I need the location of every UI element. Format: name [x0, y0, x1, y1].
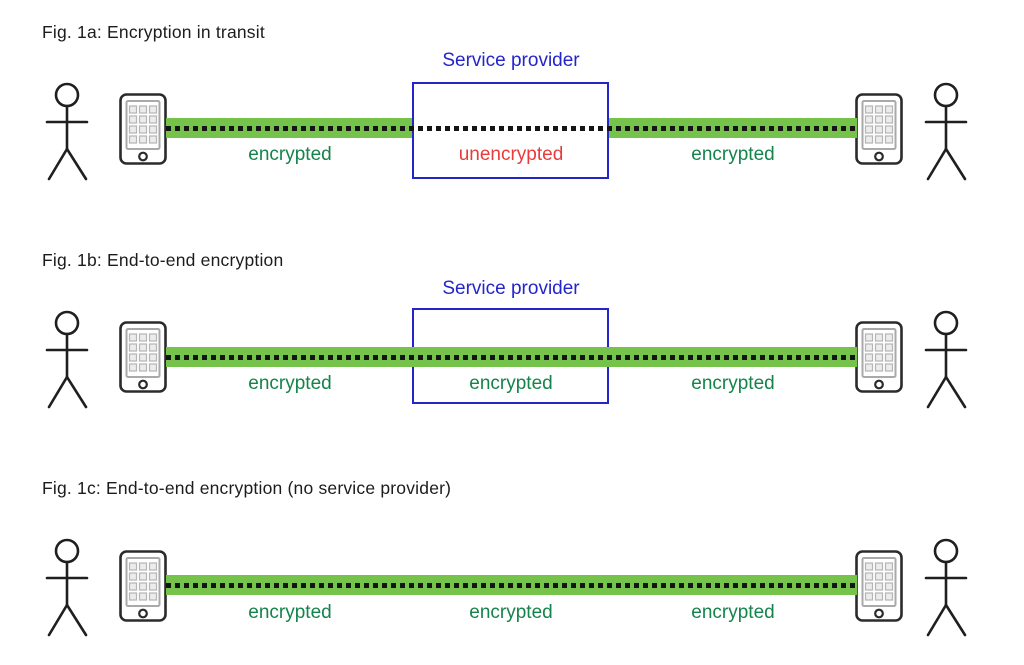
- data-flow-dotted-line: [166, 583, 857, 588]
- encryption-status-label: unencrypted: [458, 144, 564, 165]
- data-flow-dotted-line: [166, 355, 857, 360]
- stick-figure-right-icon: [924, 310, 968, 409]
- stick-figure-left-icon: [45, 310, 89, 409]
- smartphone-right-icon: [855, 93, 903, 165]
- figure-1c: Fig. 1c: End-to-end encryption (no servi…: [0, 456, 1024, 665]
- encryption-status-label: encrypted: [691, 602, 775, 623]
- stick-figure-right-icon: [924, 82, 968, 181]
- stick-figure-left-icon: [45, 538, 89, 637]
- smartphone-right-icon: [855, 321, 903, 393]
- encryption-status-label: encrypted: [691, 373, 775, 394]
- encryption-status-label: encrypted: [248, 144, 332, 165]
- figure-title: Fig. 1b: End-to-end encryption: [42, 250, 284, 270]
- encryption-status-label: encrypted: [469, 602, 553, 623]
- smartphone-left-icon: [119, 550, 167, 622]
- encryption-status-label: encrypted: [691, 144, 775, 165]
- figure-1a: Fig. 1a: Encryption in transit Service p…: [0, 0, 1024, 210]
- smartphone-right-icon: [855, 550, 903, 622]
- smartphone-left-icon: [119, 321, 167, 393]
- figure-title: Fig. 1a: Encryption in transit: [42, 22, 265, 42]
- encryption-status-label: encrypted: [248, 373, 332, 394]
- service-provider-label: Service provider: [442, 50, 580, 71]
- data-flow-dotted-line: [166, 126, 857, 131]
- smartphone-left-icon: [119, 93, 167, 165]
- stick-figure-right-icon: [924, 538, 968, 637]
- stick-figure-left-icon: [45, 82, 89, 181]
- encryption-status-label: encrypted: [469, 373, 553, 394]
- figure-1b: Fig. 1b: End-to-end encryption Service p…: [0, 228, 1024, 438]
- service-provider-label: Service provider: [442, 278, 580, 299]
- figure-title: Fig. 1c: End-to-end encryption (no servi…: [42, 478, 452, 498]
- encryption-status-label: encrypted: [248, 602, 332, 623]
